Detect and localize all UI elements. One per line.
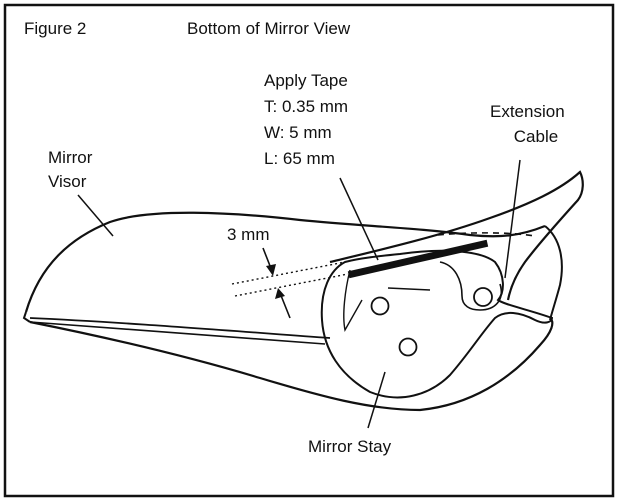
mirror-visor-leader: [77, 194, 114, 237]
extension-cable-arm: [329, 170, 584, 301]
mirror-lower-body: [29, 317, 554, 412]
figure-number: Figure 2: [24, 19, 87, 38]
gap-arrow-bottom-shaft: [279, 292, 291, 319]
extension-cable-arm-lower: [544, 225, 563, 321]
mounting-hole-1: [370, 296, 390, 316]
tape-width-label: W: 5 mm: [264, 123, 332, 142]
mirror-visor-lower-edge-1: [29, 317, 331, 339]
apply-tape-label: Apply Tape: [264, 71, 348, 90]
mirror-stay-inner-bar: [387, 287, 431, 291]
gap-dotted-line-lower: [234, 273, 349, 297]
mirror-stay-inner-edge: [343, 269, 363, 332]
mirror-visor-left-edge: [22, 311, 31, 323]
tape-thickness-label: T: 0.35 mm: [264, 97, 349, 116]
mounting-hole-3: [398, 337, 418, 357]
gap-arrow-bottom-head: [275, 288, 285, 299]
extension-cable-label-line-2: Cable: [513, 127, 559, 146]
hidden-cable-dashed: [437, 232, 536, 237]
mounting-hole-2: [473, 287, 493, 307]
mirror-stay-leader: [367, 371, 386, 429]
mirror-visor-lower-edge-2: [29, 321, 326, 345]
gap-label: 3 mm: [227, 225, 270, 244]
extension-cable-label-line-1: Extension: [490, 102, 565, 121]
extension-cable-leader: [504, 159, 521, 279]
mirror-visor-outline: [24, 211, 546, 313]
mirror-visor-label-line-1: Mirror: [48, 148, 93, 167]
tape-length-label: L: 65 mm: [264, 149, 335, 168]
gap-dotted-line-upper: [231, 261, 346, 285]
gap-arrow-top-head: [266, 264, 276, 276]
mirror-stay-plate: [320, 249, 554, 399]
apply-tape-leader: [339, 177, 379, 261]
tape-strip: [347, 239, 489, 279]
mirror-stay-cutout: [439, 261, 502, 311]
mirror-visor-label-line-2: Visor: [48, 172, 87, 191]
figure-border: [3, 3, 615, 498]
figure-title: Bottom of Mirror View: [187, 19, 351, 38]
mirror-stay-label: Mirror Stay: [308, 437, 392, 456]
